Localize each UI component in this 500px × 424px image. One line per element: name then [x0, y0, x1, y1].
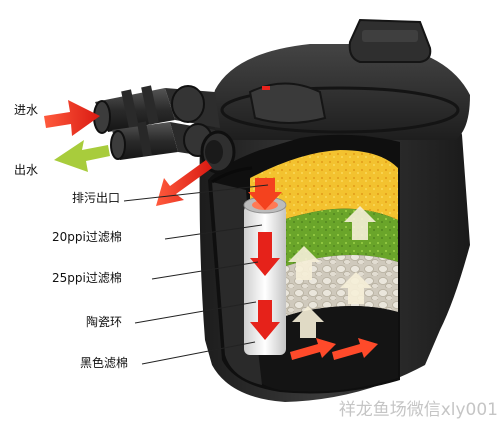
drain-outlet [200, 130, 236, 174]
layer-ceramic-rings [250, 255, 398, 330]
label-black-foam: 黑色滤棉 [80, 356, 129, 370]
lid-ring [220, 86, 460, 134]
label-drain-outlet: 排污出口 [72, 191, 121, 205]
inner-flow-right-arrows [290, 338, 378, 360]
label-ceramic-rings: 陶瓷环 [86, 315, 123, 329]
watermark: 祥龙鱼场微信xly001 [338, 400, 498, 420]
drain-arrow [156, 160, 212, 206]
label-outlet: 出水 [14, 163, 39, 177]
label-25ppi-foam: 25ppi过滤棉 [52, 271, 122, 285]
inner-flow-up-arrows [288, 206, 376, 338]
top-handle-grip [362, 30, 418, 42]
layer-20ppi-foam [250, 150, 398, 238]
leader-lines [123, 184, 269, 365]
inlet-arrow [44, 100, 100, 136]
outlet-arrow [54, 140, 110, 172]
label-inlet: 进水 [14, 103, 39, 117]
inlet-pipe [93, 85, 220, 134]
label-20ppi-foam: 20ppi过滤棉 [52, 230, 122, 244]
lid-knob [248, 82, 327, 124]
outlet-pipe [110, 121, 218, 160]
